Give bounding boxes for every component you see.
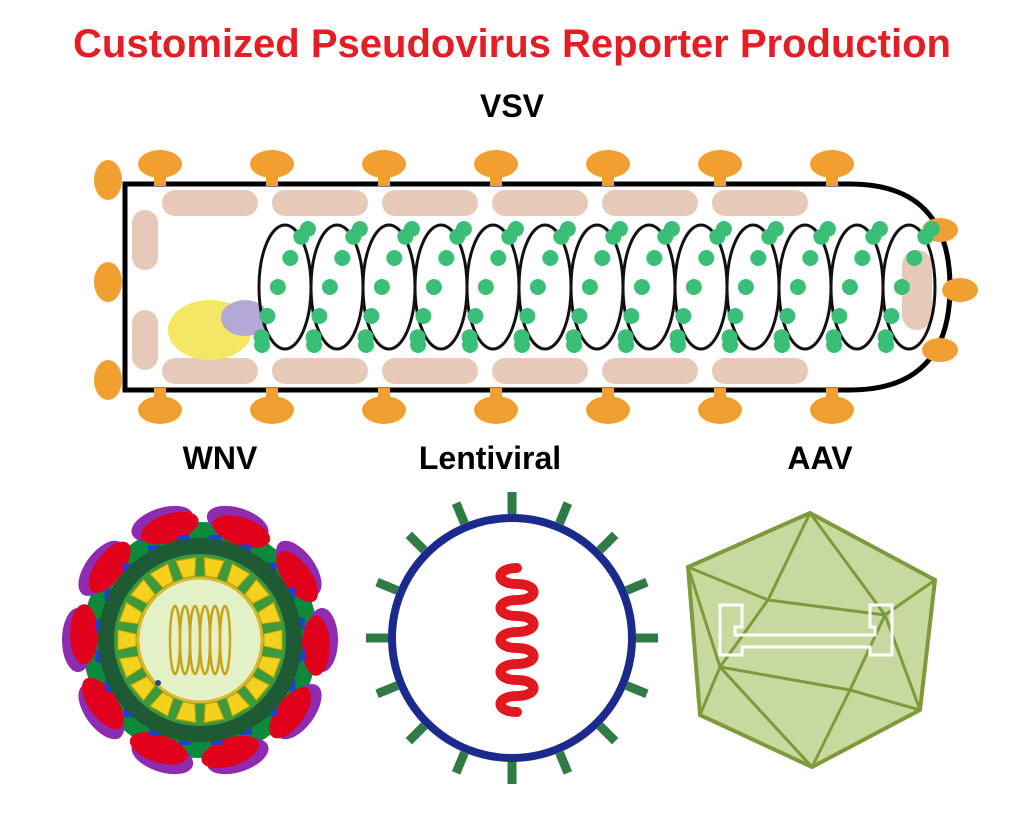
aav-label: AAV: [787, 440, 853, 476]
aav-virion-illustration: [685, 510, 938, 770]
wnv-virion-illustration: [62, 505, 338, 775]
lentiviral-virion-illustration: [366, 492, 658, 784]
lentiviral-label: Lentiviral: [418, 440, 562, 476]
vsv-label: VSV: [479, 88, 545, 124]
vsv-virion-illustration: [94, 150, 978, 424]
wnv-label: WNV: [182, 440, 258, 476]
diagram-title: Customized Pseudovirus Reporter Producti…: [73, 22, 951, 66]
